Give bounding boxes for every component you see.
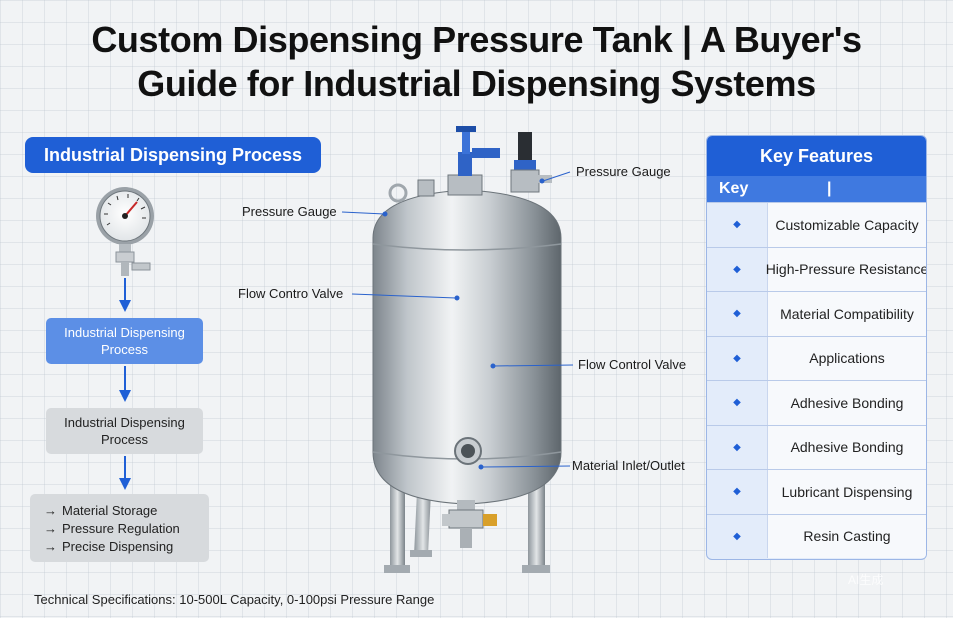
feature-row: ◆ Adhesive Bonding bbox=[707, 424, 926, 469]
process-step-label: Pressure Regulation bbox=[62, 521, 180, 536]
callout-flow-valve-right: Flow Control Valve bbox=[578, 357, 687, 372]
process-step: → Pressure Regulation bbox=[44, 520, 203, 538]
callout-pressure-gauge-left: Pressure Gauge bbox=[242, 204, 337, 219]
diamond-bullet-icon: ◆ bbox=[733, 219, 741, 231]
process-step: → Material Storage bbox=[44, 502, 203, 520]
feature-label: Customizable Capacity bbox=[767, 203, 926, 247]
arrow-right-icon: → bbox=[44, 521, 57, 536]
feature-row: ◆ Customizable Capacity bbox=[707, 202, 926, 247]
process-step-label: Material Storage bbox=[62, 503, 158, 518]
diamond-bullet-icon: ◆ bbox=[733, 486, 741, 498]
process-step-label: Precise Dispensing bbox=[62, 539, 174, 554]
diamond-bullet-icon: ◆ bbox=[733, 352, 741, 364]
feature-label: Resin Casting bbox=[767, 514, 926, 558]
watermark: AI生成 bbox=[848, 573, 884, 587]
gauge-icon bbox=[96, 187, 154, 276]
callout-pressure-gauge-right: Pressure Gauge bbox=[576, 164, 671, 179]
process-step-box-active: Industrial Dispensing Process bbox=[46, 318, 203, 364]
page-title-line1: Custom Dispensing Pressure Tank | A Buye… bbox=[91, 19, 862, 60]
feature-label: Material Compatibility bbox=[767, 292, 926, 336]
feature-label: Adhesive Bonding bbox=[767, 381, 926, 425]
feature-row: ◆ Applications bbox=[707, 335, 926, 380]
page-title: Custom Dispensing Pressure Tank | A Buye… bbox=[0, 18, 953, 106]
key-features-subheader: Key | bbox=[707, 176, 926, 202]
process-header: Industrial Dispensing Process bbox=[25, 137, 321, 173]
feature-row: ◆ Adhesive Bonding bbox=[707, 380, 926, 425]
technical-specifications: Technical Specifications: 10-500L Capaci… bbox=[34, 592, 435, 607]
callout-flow-valve-left: Flow Contro Valve bbox=[238, 286, 344, 301]
page-title-line2: Guide for Industrial Dispensing Systems bbox=[137, 63, 816, 104]
diamond-bullet-icon: ◆ bbox=[733, 530, 741, 542]
feature-label: Applications bbox=[767, 336, 926, 380]
feature-row: ◆ High-Pressure Resistance bbox=[707, 246, 926, 291]
flow-arrow bbox=[119, 278, 131, 490]
callout-material-inlet: Material Inlet/Outlet bbox=[572, 458, 685, 473]
diamond-bullet-icon: ◆ bbox=[733, 397, 741, 409]
feature-row: ◆ Resin Casting bbox=[707, 513, 926, 558]
diamond-bullet-icon: ◆ bbox=[733, 263, 741, 275]
diamond-bullet-icon: ◆ bbox=[733, 308, 741, 320]
process-steps-list: → Material Storage → Pressure Regulation →… bbox=[30, 494, 209, 562]
feature-label: Lubricant Dispensing bbox=[767, 470, 926, 514]
arrow-right-icon: → bbox=[44, 503, 57, 518]
process-step: → Precise Dispensing bbox=[44, 538, 203, 556]
arrow-right-icon: → bbox=[44, 539, 57, 554]
feature-row: ◆ Lubricant Dispensing bbox=[707, 469, 926, 514]
subheader-key: Key bbox=[719, 180, 749, 197]
process-step-box: Industrial Dispensing Process bbox=[46, 408, 203, 454]
key-features-header: Key Features bbox=[707, 136, 926, 176]
pressure-tank bbox=[372, 126, 562, 548]
callout-lines bbox=[341, 171, 574, 470]
subheader-divider: | bbox=[827, 180, 832, 197]
key-features-panel: Key Features Key | ◆ Customizable Capacit… bbox=[706, 135, 927, 560]
feature-label: High-Pressure Resistance bbox=[766, 247, 926, 291]
diamond-bullet-icon: ◆ bbox=[733, 441, 741, 453]
feature-label: Adhesive Bonding bbox=[767, 425, 926, 469]
feature-row: ◆ Material Compatibility bbox=[707, 291, 926, 336]
